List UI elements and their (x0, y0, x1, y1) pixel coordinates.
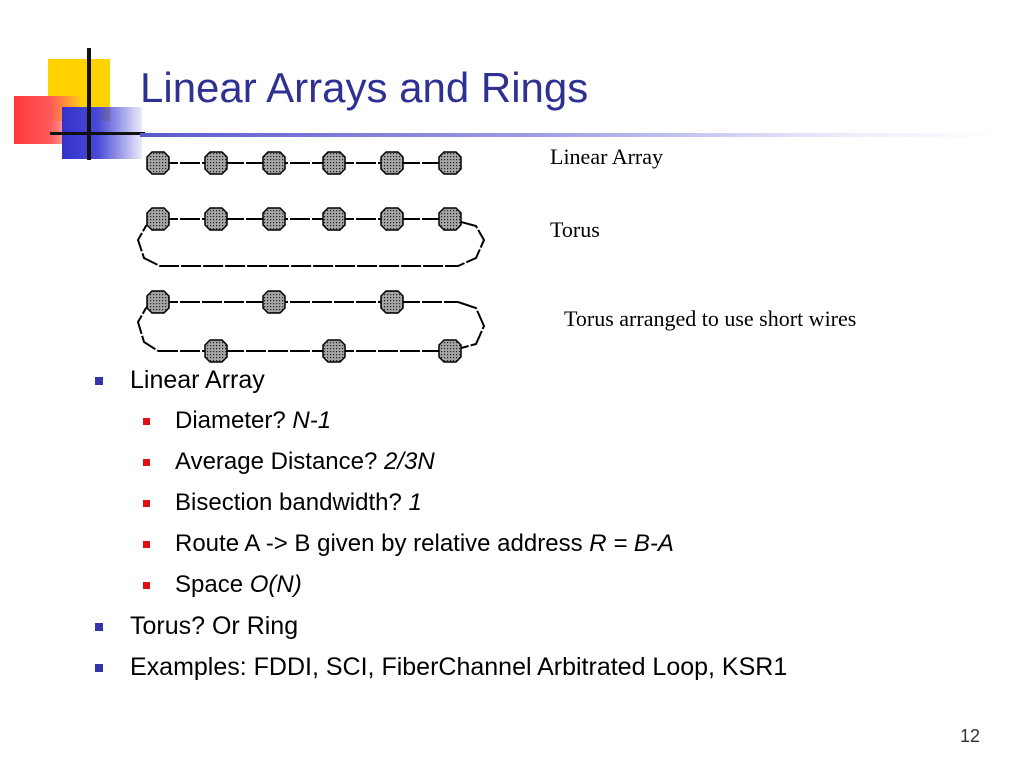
sub-bullet-answer: N-1 (292, 407, 332, 434)
short-torus-node (262, 290, 286, 314)
bullet-item: Examples: FDDI, SCI, FiberChannel Arbitr… (90, 649, 787, 690)
title-underline (140, 133, 1000, 137)
bullet-marker (95, 623, 103, 631)
torus-wraparound-wire (136, 218, 486, 267)
linear-array-node (146, 151, 170, 175)
sub-bullet-marker (143, 541, 150, 548)
logo-horizontal-line (50, 132, 145, 135)
short-torus-right-link (449, 301, 486, 352)
bullet-item: Torus? Or Ring (90, 608, 787, 649)
label-linear-array: Linear Array (550, 144, 663, 169)
label-torus-short-wires: Torus arranged to use short wires (564, 306, 857, 331)
sub-bullet-question: Average Distance? (175, 448, 385, 475)
sub-bullet-marker (143, 582, 150, 589)
sub-bullet-marker (143, 500, 150, 507)
short-torus-node (322, 339, 346, 363)
sub-bullet-item: Average Distance? 2/3N (90, 444, 787, 485)
bullet-marker (95, 377, 103, 385)
sub-bullet-answer: R = B-A (589, 530, 674, 557)
bullet-text: Linear Array (130, 366, 265, 394)
linear-array-node (438, 151, 462, 175)
torus-node (262, 207, 286, 231)
sub-bullet-answer: 2/3N (384, 448, 435, 475)
logo-vertical-line (87, 48, 91, 160)
bullet-marker (95, 664, 103, 672)
torus-node (322, 207, 346, 231)
short-torus-node (380, 290, 404, 314)
label-torus: Torus (550, 217, 600, 242)
linear-array-node (262, 151, 286, 175)
sub-bullet-question: Space (175, 571, 250, 598)
sub-bullet-item: Route A -> B given by relative address R… (90, 526, 787, 567)
bullet-list: Linear Array Diameter? N-1 Average Dista… (90, 362, 787, 690)
short-torus-node (438, 339, 462, 363)
sub-bullet-marker (143, 418, 150, 425)
bullet-text: Examples: FDDI, SCI, FiberChannel Arbitr… (130, 653, 788, 681)
torus-node (438, 207, 462, 231)
sub-bullet-item: Space O(N) (90, 567, 787, 608)
sub-bullet-question: Route A -> B given by relative address (175, 530, 590, 557)
sub-bullet-question: Diameter? (175, 407, 293, 434)
torus-node (204, 207, 228, 231)
slide-title: Linear Arrays and Rings (140, 64, 589, 111)
sub-bullet-item: Diameter? N-1 (90, 403, 787, 444)
bullet-text: Torus? Or Ring (130, 612, 299, 640)
sub-bullet-marker (143, 459, 150, 466)
sub-bullet-question: Bisection bandwidth? (175, 489, 409, 516)
short-torus-node (204, 339, 228, 363)
linear-array-node (322, 151, 346, 175)
slide-number: 12 (960, 726, 981, 746)
torus-node (146, 207, 170, 231)
sub-bullet-item: Bisection bandwidth? 1 (90, 485, 787, 526)
linear-array-node (204, 151, 228, 175)
sub-bullet-answer: O(N) (249, 571, 302, 598)
bullet-item: Linear Array (90, 362, 787, 403)
torus-node (380, 207, 404, 231)
short-torus-node (146, 290, 170, 314)
sub-bullet-answer: 1 (408, 489, 422, 516)
linear-array-node (380, 151, 404, 175)
